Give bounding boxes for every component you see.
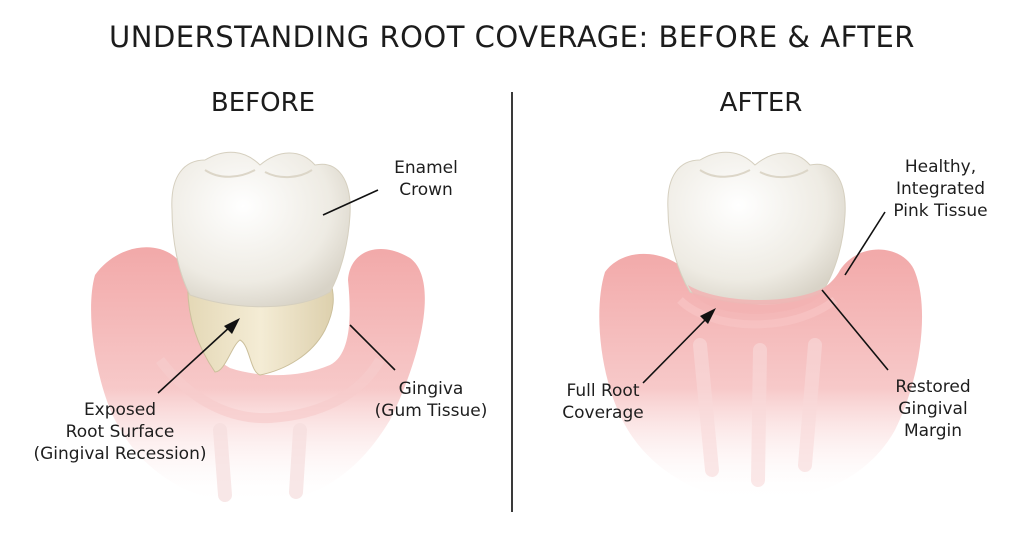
leader-exposed: [157, 324, 233, 394]
arrowhead-coverage: [700, 308, 716, 324]
before-gum: [91, 247, 425, 505]
after-tooth: [667, 151, 846, 314]
label-gingiva: Gingiva (Gum Tissue): [374, 379, 488, 421]
leader-healthy: [844, 211, 886, 276]
arrowhead-exposed: [224, 318, 240, 334]
label-full-root-coverage: Full Root Coverage: [562, 381, 644, 423]
before-heading: BEFORE: [210, 88, 316, 118]
leader-enamel: [322, 189, 379, 216]
label-exposed-root: Exposed Root Surface (Gingival Recession…: [33, 400, 207, 464]
label-enamel-crown: Enamel Crown: [394, 158, 458, 200]
panel-divider: [511, 92, 513, 512]
diagram-title: UNDERSTANDING ROOT COVERAGE: BEFORE & AF…: [109, 20, 915, 54]
after-heading: AFTER: [719, 88, 803, 118]
label-restored-margin: Restored Gingival Margin: [895, 377, 971, 441]
label-healthy-tissue: Healthy, Integrated Pink Tissue: [893, 157, 988, 221]
leader-coverage: [642, 314, 711, 384]
leader-gingiva: [349, 324, 396, 371]
before-tooth: [171, 151, 351, 376]
leader-margin: [821, 289, 889, 371]
